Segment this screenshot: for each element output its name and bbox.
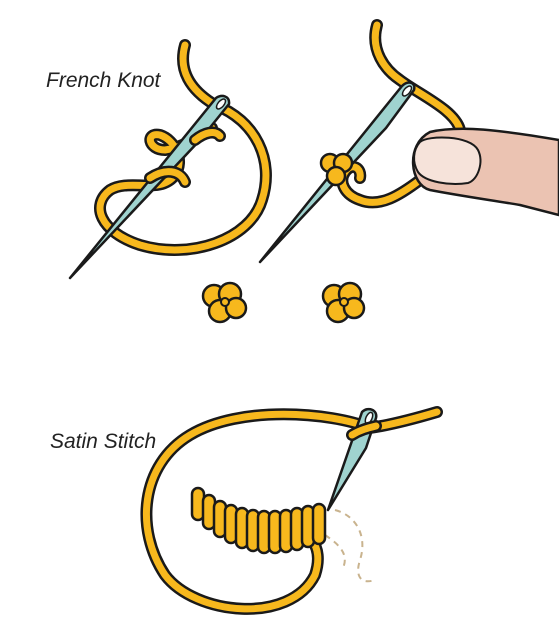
finished-knot-left	[201, 281, 248, 324]
french-knot-step-2	[258, 19, 559, 264]
finger-icon	[411, 127, 559, 217]
french-knot-label: French Knot	[46, 69, 161, 92]
knot-icon	[319, 152, 354, 187]
thread-icon	[94, 39, 272, 256]
french-knot-step-1	[68, 39, 272, 280]
finished-knot-right	[321, 281, 366, 324]
satin-stitch	[140, 406, 443, 615]
satin-stitch-rows	[190, 486, 327, 555]
satin-stitch-label: Satin Stitch	[50, 430, 157, 453]
